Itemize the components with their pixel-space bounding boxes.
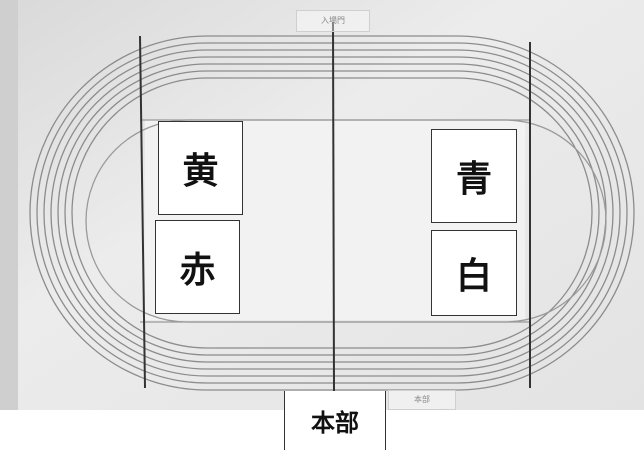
- team-red-box: 赤: [155, 220, 240, 314]
- entrance-gate-label: 入場門: [296, 10, 370, 32]
- team-white-box: 白: [431, 230, 517, 316]
- hq-area-label: 本部: [388, 390, 456, 410]
- team-yellow-box: 黄: [158, 121, 243, 215]
- team-blue-box: 青: [431, 129, 517, 223]
- divider-lines: [139, 21, 531, 393]
- headquarters-box: 本部: [284, 391, 386, 450]
- paper-left-shadow: [0, 0, 18, 410]
- field-edges: [140, 119, 530, 323]
